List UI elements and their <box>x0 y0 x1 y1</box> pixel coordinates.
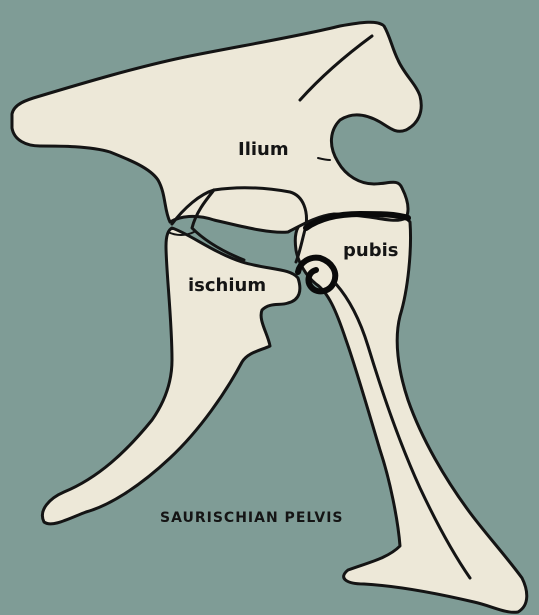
ischium-bone <box>42 228 299 524</box>
diagram-caption: SAURISCHIAN PELVIS <box>160 510 344 526</box>
ilium-label: Ilium <box>238 139 289 160</box>
pubis-label: pubis <box>343 240 398 261</box>
pubis-bone <box>295 212 527 612</box>
ischium-label: ischium <box>188 275 266 296</box>
ilium-bone <box>12 22 421 232</box>
